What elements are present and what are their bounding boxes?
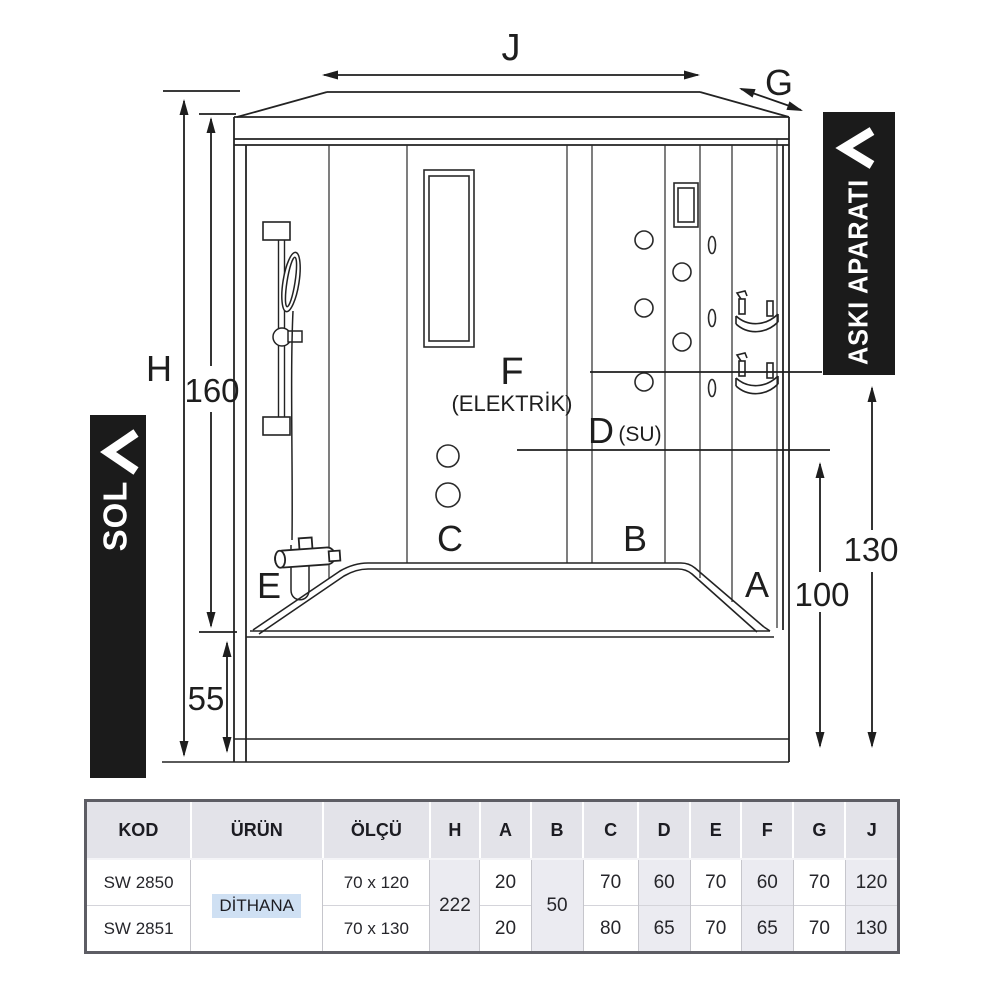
col-header-e: E	[690, 800, 743, 860]
steam-outlets	[435, 444, 461, 508]
cell-d-2: 65	[638, 905, 691, 953]
cell-a-1: 20	[479, 858, 532, 906]
control-panel	[423, 169, 475, 348]
dim-label-h: H	[146, 348, 172, 389]
cell-c-1: 70	[583, 858, 639, 906]
cell-olcu-2: 70 x 130	[322, 905, 431, 953]
table-row: SW 2850 DİTHANA 70 x 120 222 20 50 70 60…	[85, 858, 900, 953]
hanger-bar-bottom	[735, 352, 779, 395]
cell-kod-1: SW 2850	[85, 858, 192, 906]
point-label-f-note: (ELEKTRİK)	[451, 391, 572, 416]
dimension-arrowheads	[179, 70, 877, 757]
left-chevron-icon	[99, 429, 139, 475]
hanger-apparatus-banner: ASKI APARATI	[823, 112, 895, 375]
cell-f-1: 60	[741, 858, 794, 906]
right-chevron-icon	[835, 127, 875, 169]
cell-g-2: 70	[793, 905, 846, 953]
dim-label-160: 160	[184, 372, 239, 409]
table-row: SW 2851 70 x 130 20 80 65 70 65 70 130	[85, 905, 900, 953]
cell-e-2: 70	[690, 905, 742, 953]
aski-banner-label: ASKI APARATI	[842, 179, 873, 365]
col-header-j: J	[845, 800, 900, 860]
point-label-d-note: (SU)	[618, 423, 661, 446]
cell-c-2: 80	[583, 905, 639, 953]
cell-g-1: 70	[793, 858, 846, 906]
cell-a-2: 20	[479, 905, 532, 953]
col-header-olcu: ÖLÇÜ	[322, 800, 431, 860]
col-header-h: H	[429, 800, 481, 860]
shower-hose	[290, 310, 310, 601]
point-label-e: E	[257, 565, 281, 606]
cell-olcu-1: 70 x 120	[322, 858, 431, 906]
col-header-kod: KOD	[85, 800, 192, 860]
col-header-c: C	[583, 800, 640, 860]
col-header-d: D	[638, 800, 692, 860]
col-header-f: F	[741, 800, 795, 860]
product-name-highlight: DİTHANA	[212, 893, 302, 918]
cell-b-merged: 50	[531, 858, 584, 953]
cell-kod-2: SW 2851	[85, 905, 192, 953]
dim-label-j: J	[502, 27, 521, 69]
cell-d-1: 60	[638, 858, 691, 906]
cell-h-merged: 222	[429, 858, 481, 953]
dim-label-100: 100	[794, 576, 849, 613]
col-header-g: G	[793, 800, 847, 860]
col-header-urun: ÜRÜN	[190, 800, 324, 860]
glass-panel-seams	[328, 139, 778, 628]
col-header-a: A	[479, 800, 533, 860]
point-label-d: D	[588, 410, 614, 451]
table-header-row: KOD ÜRÜN ÖLÇÜ H A B C D E F G J	[85, 800, 900, 860]
cell-f-2: 65	[741, 905, 794, 953]
dim-label-g: G	[765, 62, 793, 103]
dim-label-55: 55	[188, 680, 225, 717]
hanger-bar-top	[735, 290, 779, 333]
point-label-c: C	[437, 518, 463, 559]
massage-jets	[634, 230, 717, 398]
shower-head	[272, 251, 303, 347]
cell-e-1: 70	[690, 858, 742, 906]
point-label-a: A	[745, 564, 769, 605]
cell-j-2: 130	[845, 905, 900, 953]
cell-j-1: 120	[845, 858, 900, 906]
dim-label-130: 130	[843, 531, 898, 568]
col-header-b: B	[531, 800, 585, 860]
product-dimensions-table: KOD ÜRÜN ÖLÇÜ H A B C D E F G J SW 2850	[84, 799, 900, 954]
cell-product: DİTHANA	[190, 858, 324, 953]
point-label-f: F	[500, 351, 523, 393]
bathtub-tray	[162, 562, 789, 763]
left-side-banner: SOL	[90, 415, 146, 778]
spec-table: KOD ÜRÜN ÖLÇÜ H A B C D E F G J SW 2850	[84, 799, 904, 954]
sol-banner-bg	[90, 415, 146, 778]
small-window	[673, 182, 699, 228]
cabin-outline	[233, 91, 790, 762]
mixer-tap	[274, 536, 342, 569]
dimension-lines	[163, 74, 873, 755]
sol-banner-label: SOL	[97, 481, 134, 552]
point-label-b: B	[623, 518, 647, 559]
